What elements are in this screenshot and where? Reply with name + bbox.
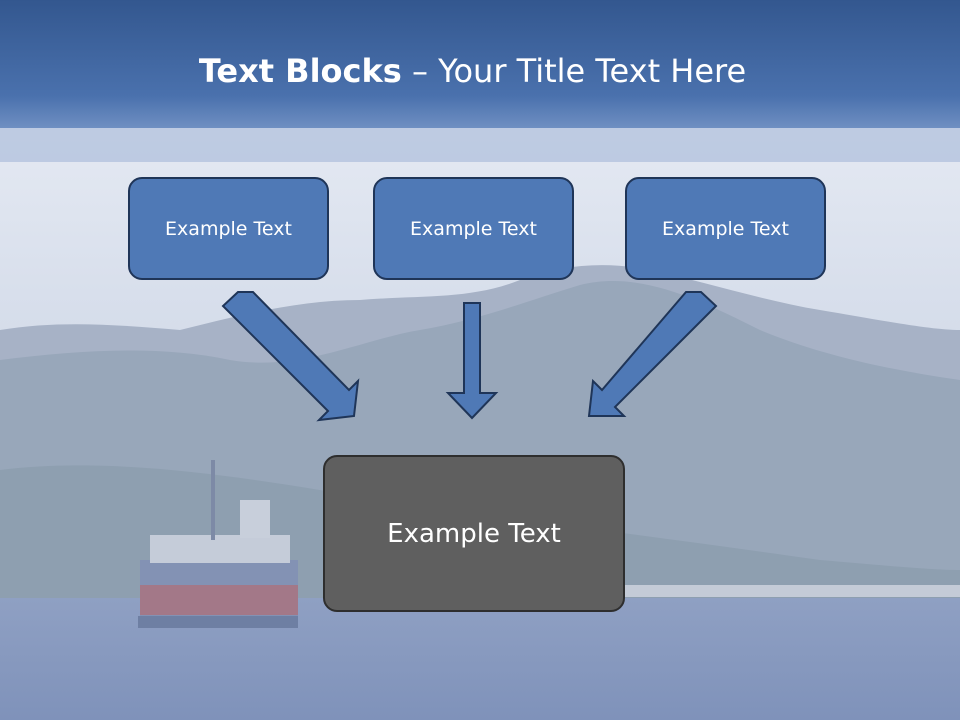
text-block-left: Example Text: [128, 177, 329, 280]
slide-title: Text Blocks – Your Title Text Here: [0, 52, 945, 90]
arrow-middle: [445, 302, 499, 420]
title-rest: Your Title Text Here: [438, 52, 747, 90]
text-block-right: Example Text: [625, 177, 826, 280]
text-block-middle: Example Text: [373, 177, 574, 280]
arrow-right: [587, 291, 718, 417]
text-block-center: Example Text: [323, 455, 625, 612]
arrow-left: [221, 291, 360, 422]
ship-illustration: [138, 460, 298, 628]
title-separator: –: [401, 52, 439, 90]
title-bold: Text Blocks: [198, 52, 402, 90]
